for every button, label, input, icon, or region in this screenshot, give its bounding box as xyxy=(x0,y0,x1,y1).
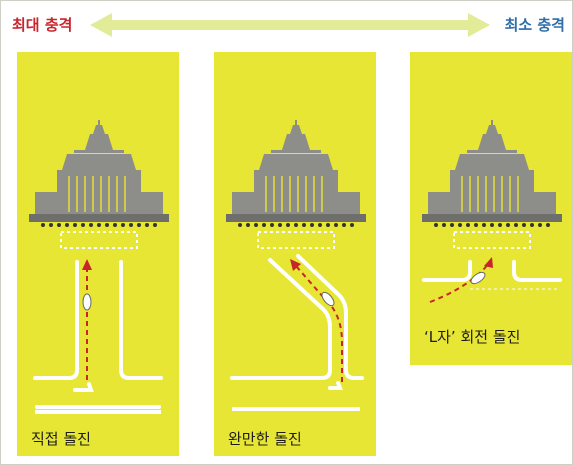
capitol-building-icon xyxy=(29,120,169,222)
caption-gentle: 완만한 돌진 xyxy=(228,430,302,448)
caption-straight: 직접 돌진 xyxy=(31,430,91,448)
vehicle-icon xyxy=(82,293,92,311)
panel-straight: 직접 돌진 xyxy=(17,52,179,456)
straight-approach-diagram xyxy=(29,120,169,414)
l-turn-approach-diagram xyxy=(422,120,562,303)
max-impact-label: 최대 충격 xyxy=(12,16,73,34)
vehicle-icon xyxy=(470,271,486,285)
panel-l-turn: ‘L자’ 회전 돌진 xyxy=(410,52,572,365)
capitol-building-icon xyxy=(422,120,562,222)
min-impact-label: 최소 충격 xyxy=(504,16,565,34)
vehicle-icon xyxy=(321,291,335,307)
caption-l-turn: ‘L자’ 회전 돌진 xyxy=(424,328,521,346)
impact-scale-arrow xyxy=(90,13,490,37)
panel-gentle: 완만한 돌진 xyxy=(214,52,376,456)
capitol-building-icon xyxy=(226,120,366,222)
gentle-approach-diagram xyxy=(226,120,366,411)
